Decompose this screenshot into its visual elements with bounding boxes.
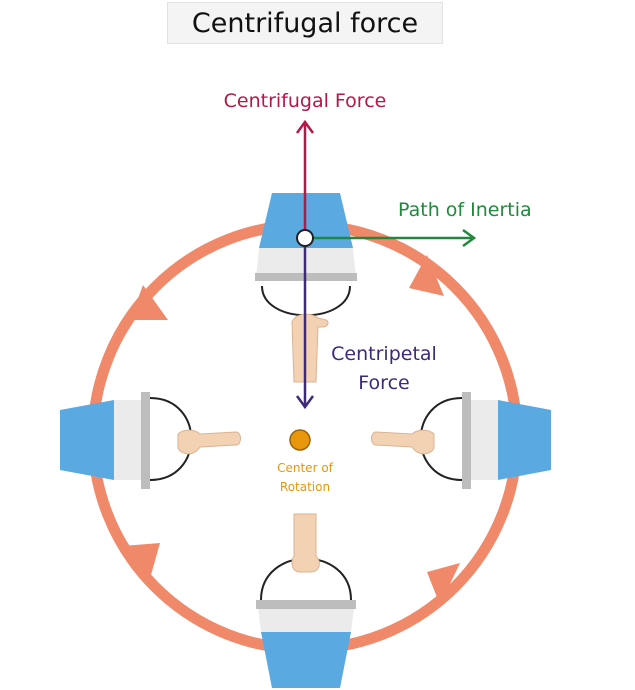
rotation-arrow-top-right	[409, 255, 444, 296]
rotation-arrow-top-left	[130, 285, 168, 320]
centrifugal-force-label: Centrifugal Force	[224, 90, 387, 112]
path-of-inertia-label: Path of Inertia	[398, 199, 532, 221]
center-of-rotation-label-line2: Rotation	[280, 480, 330, 494]
center-of-rotation-dot	[289, 429, 311, 451]
object-point	[296, 229, 314, 247]
hand-icon	[177, 429, 241, 455]
bucket-icon	[256, 557, 356, 688]
hand-icon	[291, 513, 320, 573]
rotation-arrow-bottom-left	[122, 543, 160, 582]
centripetal-force-label-line1: Centripetal	[331, 343, 437, 365]
rotation-arrow-bottom-right	[427, 563, 460, 605]
hand-icon	[371, 429, 435, 455]
center-of-rotation-label-line1: Center of	[277, 461, 334, 475]
centripetal-force-label-line2: Force	[358, 372, 409, 394]
hand-icon	[291, 313, 329, 383]
page-title: Centrifugal force	[191, 7, 419, 39]
bucket-icon	[60, 392, 193, 489]
bucket-icon	[419, 392, 551, 489]
title-box: Centrifugal force	[167, 2, 443, 44]
